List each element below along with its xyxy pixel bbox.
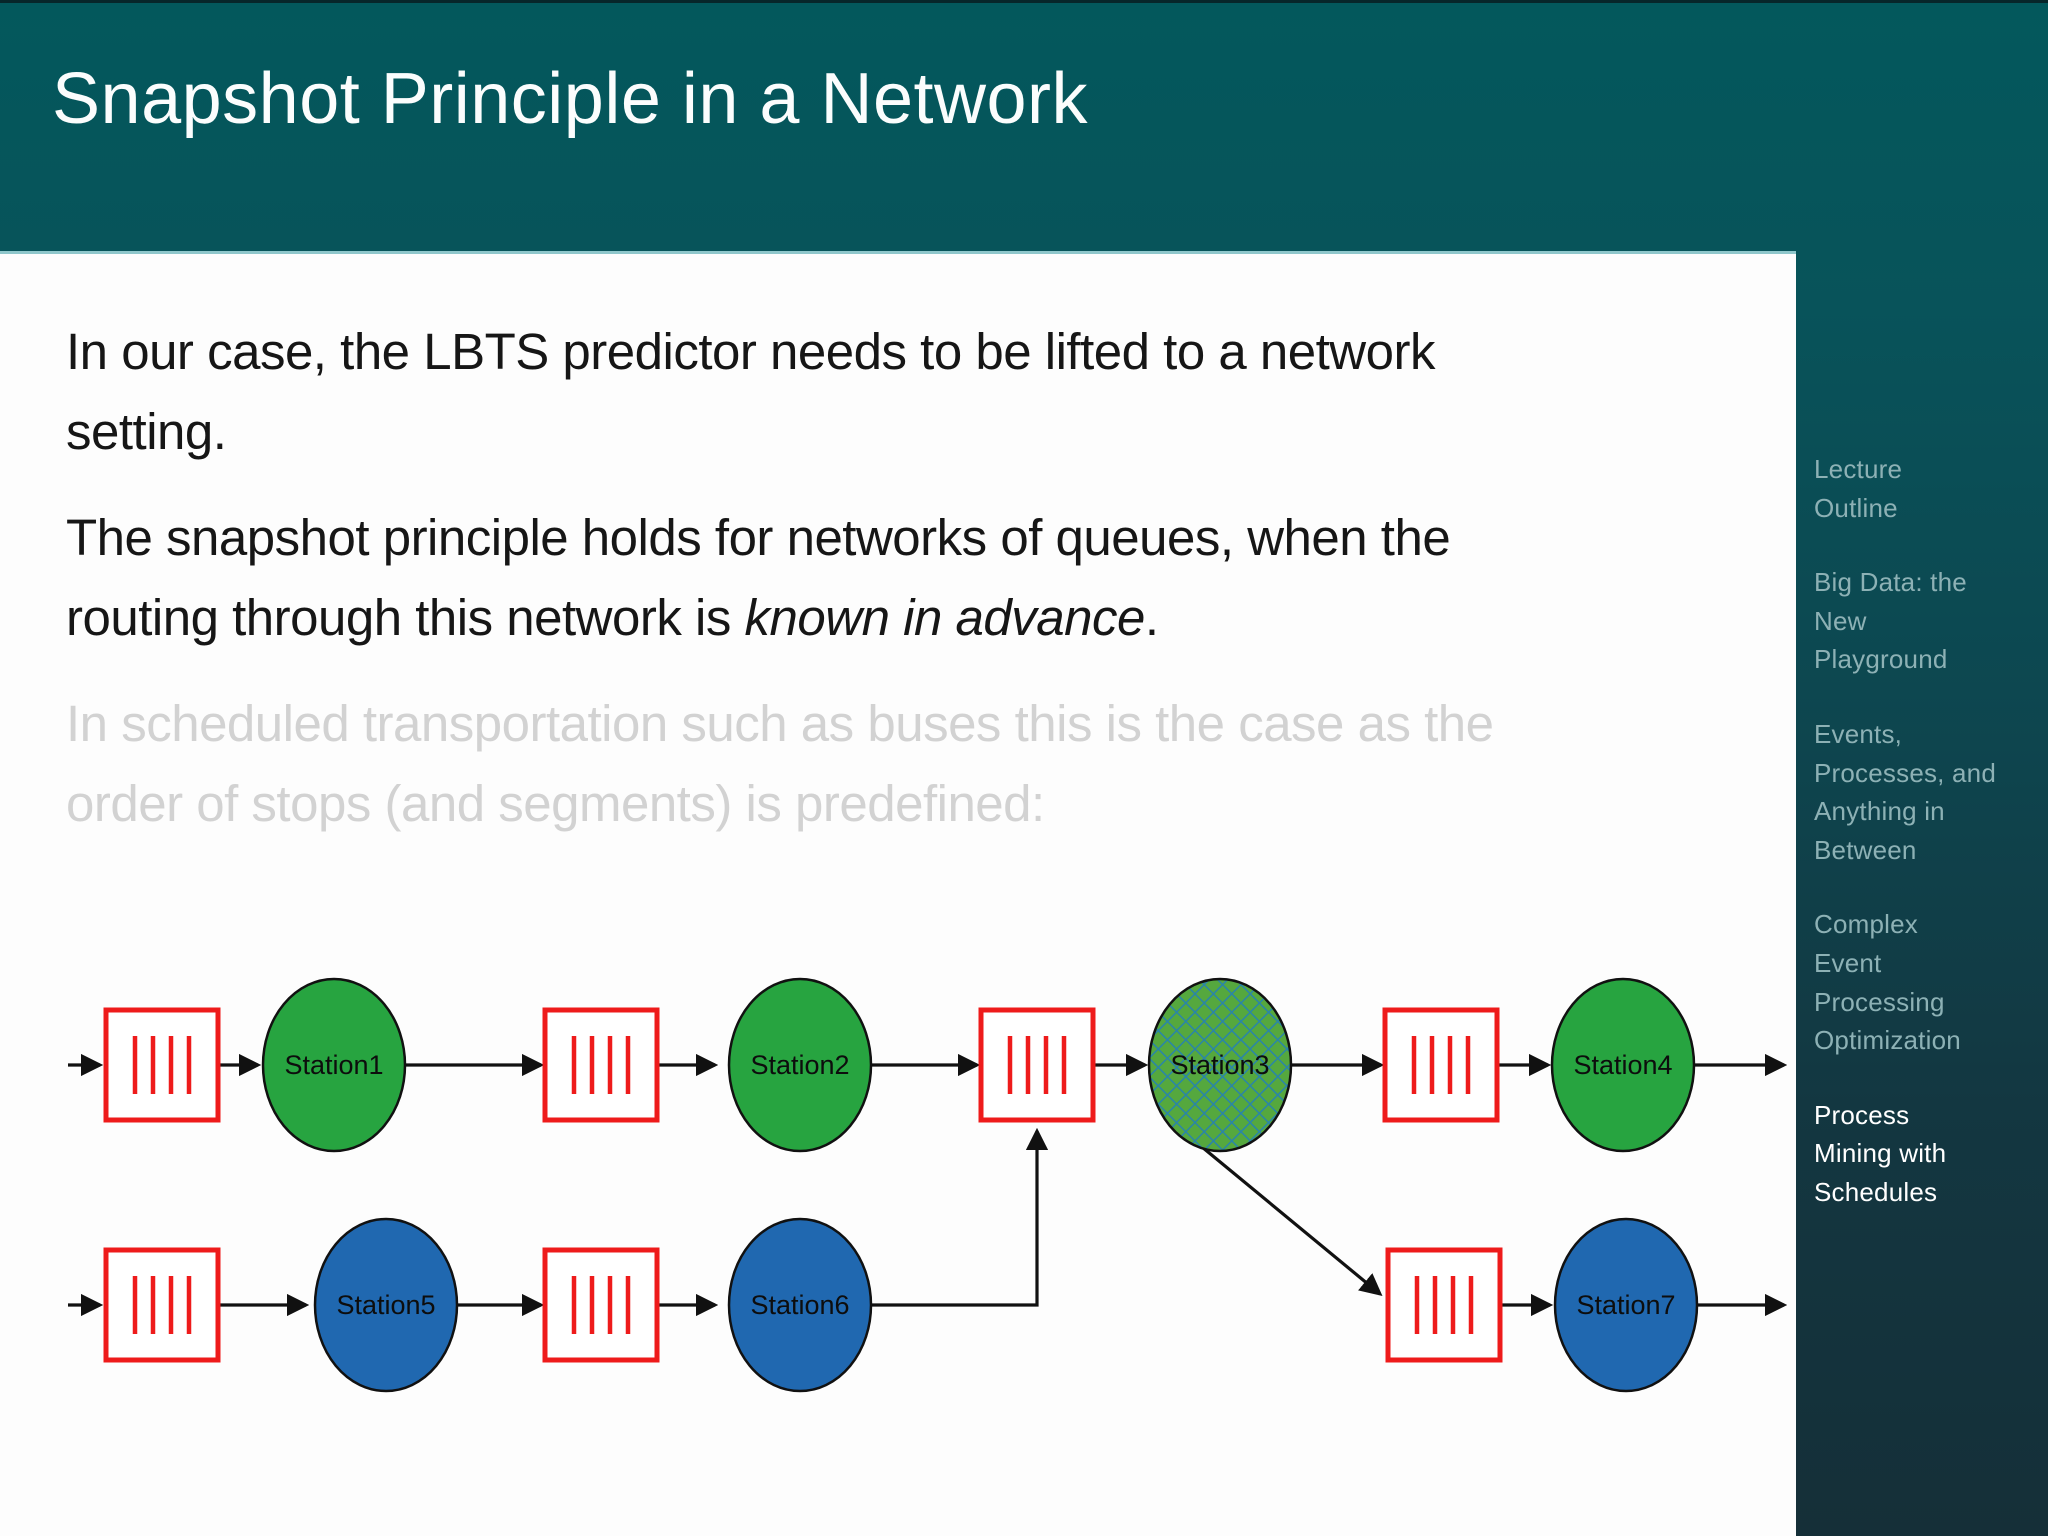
body-text: In our case, the LBTS predictor needs to… — [66, 312, 1766, 870]
paragraph-snapshot-italic: known in advance — [744, 589, 1146, 646]
sidebar-item-events-processes[interactable]: Events, Processes, and Anything in Betwe… — [1814, 718, 1997, 865]
sidebar-item-big-data[interactable]: Big Data: the New Playground — [1814, 567, 1967, 675]
paragraph-snapshot-principle: The snapshot principle holds for network… — [66, 498, 1766, 658]
paragraph-snapshot-suffix: . — [1144, 589, 1159, 646]
paragraph-lbts: In our case, the LBTS predictor needs to… — [66, 323, 1435, 460]
sidebar-item-lecture-outline[interactable]: Lecture Outline — [1814, 454, 1903, 523]
slide-top-edge — [0, 0, 2048, 3]
paragraph-snapshot-prefix: The snapshot principle holds for network… — [66, 509, 1451, 646]
slide-title: Snapshot Principle in a Network — [52, 59, 1089, 139]
sidebar-item-process-mining[interactable]: Process Mining with Schedules — [1814, 1099, 1947, 1207]
lecture-outline-sidebar: Lecture Outline Big Data: the New Playgr… — [1814, 450, 2036, 1248]
paragraph-scheduled-transport: In scheduled transportation such as buse… — [66, 695, 1494, 832]
sidebar-item-cep-optimization[interactable]: Complex Event Processing Optimization — [1814, 909, 1961, 1056]
